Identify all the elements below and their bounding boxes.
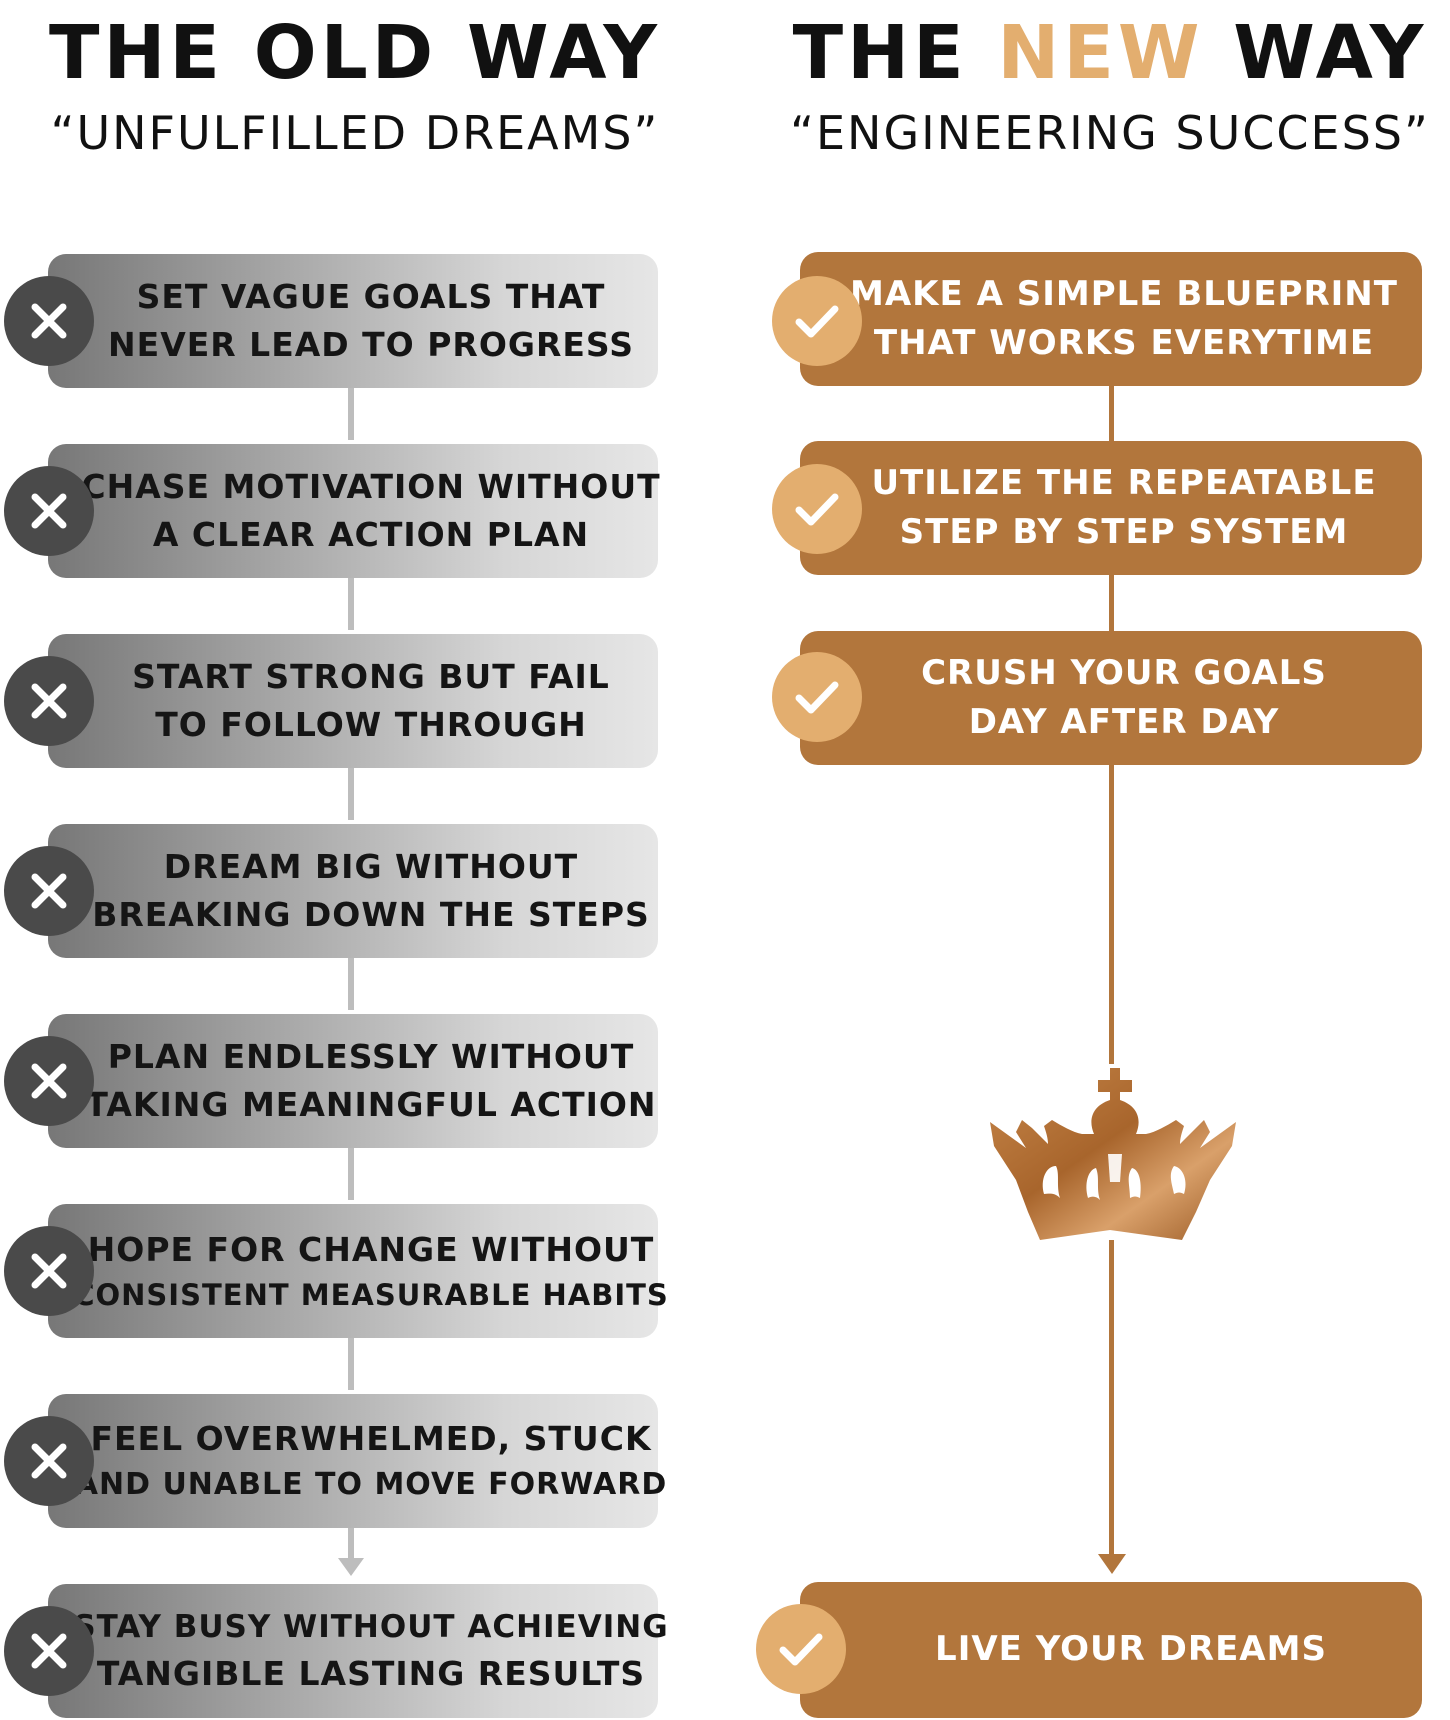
x-badge [4, 1416, 94, 1506]
new-way-item-line2: DAY AFTER DAY [968, 702, 1280, 742]
x-badge [4, 1226, 94, 1316]
x-badge [4, 656, 94, 746]
old-way-item-line2: A CLEAR ACTION PLAN [152, 515, 590, 554]
new-way-item-line2: STEP BY STEP SYSTEM [899, 512, 1349, 552]
new-way-item-line1: CRUSH YOUR GOALS [921, 652, 1327, 693]
old-way-item: DREAM BIG WITHOUT BREAKING DOWN THE STEP… [48, 824, 658, 958]
check-badge [772, 464, 862, 554]
old-way-item-line1: HOPE FOR CHANGE WITHOUT [87, 1230, 655, 1270]
old-way-item-line1: FEEL OVERWHELMED, STUCK [90, 1419, 652, 1459]
old-way-item: STAY BUSY WITHOUT ACHIEVING TANGIBLE LAS… [48, 1584, 668, 1718]
x-icon [31, 873, 67, 909]
x-icon [31, 1443, 67, 1479]
check-badge [756, 1604, 846, 1694]
new-way-final: LIVE YOUR DREAMS [800, 1582, 1422, 1718]
old-way-item-line2: CONSISTENT MEASURABLE HABITS [73, 1277, 669, 1312]
x-badge [4, 276, 94, 366]
new-way-subtitle: “ENGINEERING SUCCESS” [790, 106, 1430, 160]
new-way-title: THE NEW WAY [790, 16, 1430, 90]
new-way-item: CRUSH YOUR GOALS DAY AFTER DAY [800, 631, 1422, 765]
old-way-item: CHASE MOTIVATION WITHOUT A CLEAR ACTION … [48, 444, 661, 578]
old-way-item-line2: BREAKING DOWN THE STEPS [92, 895, 650, 934]
new-way-item: MAKE A SIMPLE BLUEPRINT THAT WORKS EVERY… [800, 252, 1422, 386]
old-connector [348, 1524, 354, 1564]
x-badge [4, 1606, 94, 1696]
new-connector [1109, 1240, 1114, 1558]
old-way-item-line2: NEVER LEAD TO PROGRESS [108, 325, 634, 364]
x-icon [31, 1253, 67, 1289]
old-way-item-line1: CHASE MOTIVATION WITHOUT [81, 467, 661, 507]
x-icon [31, 493, 67, 529]
new-arrowhead [1098, 1554, 1126, 1574]
new-way-title-highlight: NEW [997, 10, 1204, 96]
old-way-item-line1: PLAN ENDLESSLY WITHOUT [107, 1037, 635, 1077]
old-way-item-line1: SET VAGUE GOALS THAT [136, 277, 606, 317]
old-way-item: START STRONG BUT FAIL TO FOLLOW THROUGH [48, 634, 658, 768]
new-way-item-line1: MAKE A SIMPLE BLUEPRINT [850, 273, 1398, 314]
old-way-item-line1: STAY BUSY WITHOUT ACHIEVING [73, 1608, 669, 1645]
x-icon [31, 1063, 67, 1099]
new-way-item-line2: THAT WORKS EVERYTIME [873, 323, 1375, 363]
x-badge [4, 466, 94, 556]
x-icon [31, 303, 67, 339]
old-way-item: HOPE FOR CHANGE WITHOUT CONSISTENT MEASU… [48, 1204, 668, 1338]
old-connector [348, 574, 354, 630]
old-way-item-line1: START STRONG BUT FAIL [132, 657, 610, 697]
x-icon [31, 683, 67, 719]
old-way-item-line2: TAKING MEANINGFUL ACTION [85, 1085, 657, 1124]
new-connector [1109, 574, 1114, 632]
crown-icon [990, 1068, 1236, 1240]
check-icon [779, 1633, 823, 1666]
x-badge [4, 1036, 94, 1126]
x-badge [4, 846, 94, 936]
old-way-subtitle: “UNFULFILLED DREAMS” [50, 106, 660, 160]
check-icon [795, 681, 839, 714]
old-way-item-line2: TO FOLLOW THROUGH [155, 705, 587, 744]
old-way-item-line2: TANGIBLE LASTING RESULTS [96, 1653, 646, 1693]
check-badge [772, 276, 862, 366]
old-connector [348, 384, 354, 440]
old-way-title: THE OLD WAY [48, 10, 662, 96]
old-way-item: SET VAGUE GOALS THAT NEVER LEAD TO PROGR… [48, 254, 658, 388]
old-way-item-line1: DREAM BIG WITHOUT [163, 847, 579, 887]
old-connector [348, 764, 354, 820]
x-icon [31, 1633, 67, 1669]
old-arrowhead [338, 1558, 364, 1576]
new-way-item-line1: UTILIZE THE REPEATABLE [871, 462, 1377, 503]
old-connector [348, 1334, 354, 1390]
old-connector [348, 1144, 354, 1200]
old-way-item: PLAN ENDLESSLY WITHOUT TAKING MEANINGFUL… [48, 1014, 658, 1148]
check-badge [772, 652, 862, 742]
check-icon [795, 493, 839, 526]
check-icon [795, 305, 839, 338]
new-connector [1109, 764, 1114, 1064]
new-way-item: UTILIZE THE REPEATABLE STEP BY STEP SYST… [800, 441, 1422, 575]
new-way-final-label: LIVE YOUR DREAMS [935, 1629, 1327, 1670]
old-way-item: FEEL OVERWHELMED, STUCK AND UNABLE TO MO… [48, 1394, 666, 1528]
old-connector [348, 954, 354, 1010]
new-way-title-part2: WAY [1203, 10, 1428, 96]
new-connector [1109, 386, 1114, 442]
new-way-title-part1: THE [792, 10, 998, 96]
old-way-item-line2: AND UNABLE TO MOVE FORWARD [74, 1467, 668, 1503]
